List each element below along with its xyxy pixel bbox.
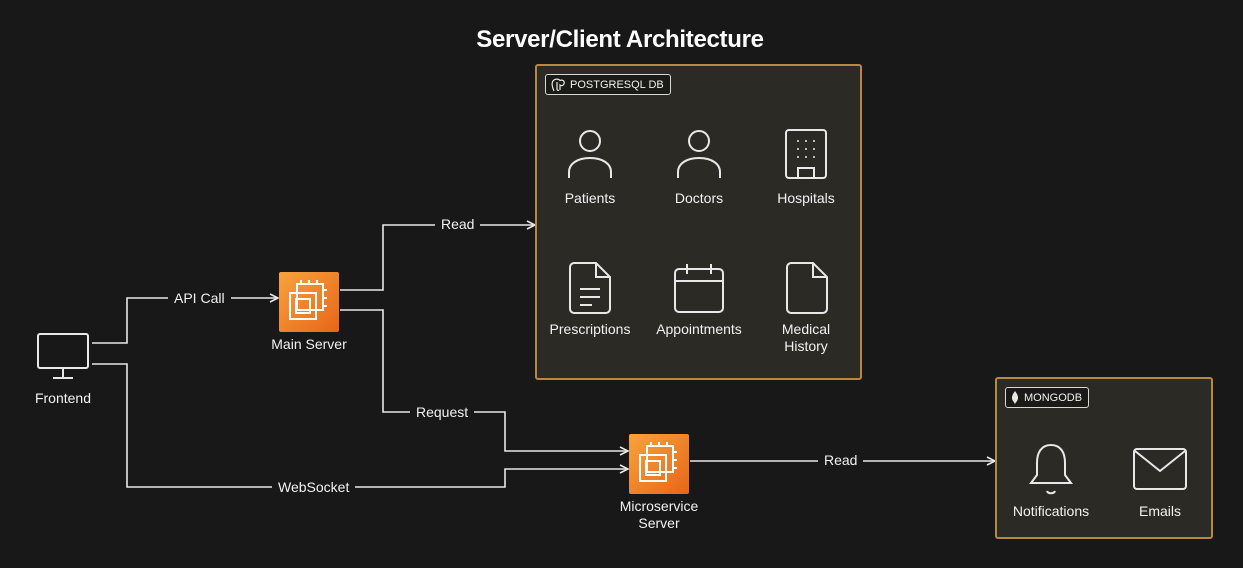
mongodb-badge: MONGODB	[1005, 387, 1090, 408]
edge-websocket	[92, 363, 628, 488]
calendar-icon	[674, 264, 724, 313]
entity-emails: Emails	[1138, 503, 1181, 519]
postgresql-group: POSTGRESQL DB Patients Doctors	[535, 64, 862, 380]
edge-label-api-call: API Call	[168, 290, 231, 307]
bell-icon	[1029, 443, 1073, 495]
user-icon	[677, 130, 721, 178]
ec2-chip-icon	[639, 442, 677, 482]
mongodb-badge-label: MONGODB	[1024, 391, 1083, 404]
file-icon	[786, 262, 828, 314]
ec2-chip-icon	[289, 280, 327, 320]
microservice-label: Microservice Server	[619, 498, 699, 531]
entity-medical-history: Medical History	[781, 321, 831, 354]
elephant-icon	[551, 78, 565, 91]
frontend-label: Frontend	[34, 390, 92, 406]
entity-appointments: Appointments	[656, 321, 742, 337]
microservice-server-node	[629, 434, 689, 494]
edge-label-read-postgres: Read	[435, 216, 481, 233]
edge-label-read-mongo: Read	[818, 452, 864, 469]
document-icon	[569, 262, 611, 314]
edge-label-request: Request	[410, 404, 475, 421]
entity-doctors: Doctors	[674, 190, 724, 206]
monitor-icon	[37, 333, 89, 379]
leaf-icon	[1011, 390, 1019, 405]
mongodb-group: MONGODB Notifications Emails	[995, 377, 1213, 539]
main-server-node	[279, 272, 339, 332]
entity-hospitals: Hospitals	[777, 190, 835, 206]
mail-icon	[1133, 448, 1187, 490]
edge-label-websocket: WebSocket	[272, 479, 356, 496]
postgresql-badge-label: POSTGRESQL DB	[570, 78, 664, 91]
entity-patients: Patients	[564, 190, 616, 206]
diagram-title: Server/Client Architecture	[476, 26, 764, 53]
entity-prescriptions: Prescriptions	[549, 321, 631, 337]
building-icon	[785, 129, 827, 179]
main-server-label: Main Server	[271, 336, 347, 352]
postgresql-badge: POSTGRESQL DB	[545, 74, 671, 95]
entity-notifications: Notifications	[1012, 503, 1090, 519]
edge-read-postgres	[340, 225, 535, 291]
user-icon	[568, 130, 612, 178]
